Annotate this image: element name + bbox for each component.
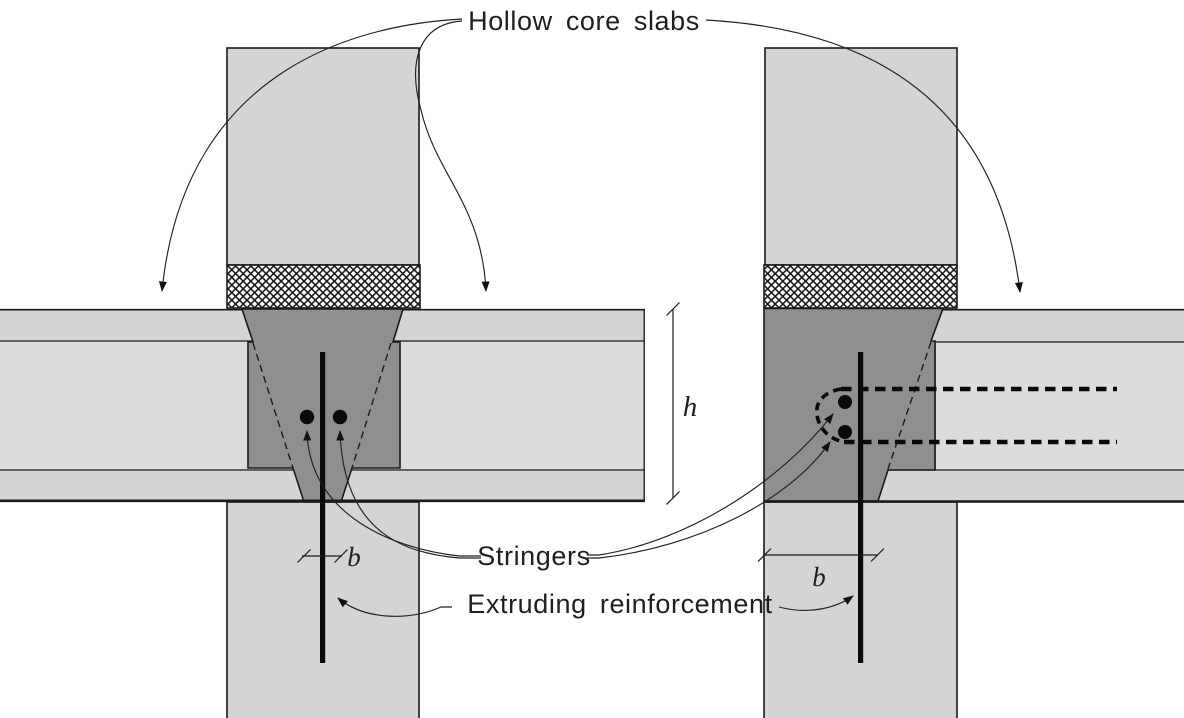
extruding-reinforcement-bar-right — [858, 352, 864, 663]
label-extruding-reinforcement: Extruding reinforcement — [467, 589, 772, 619]
label-hollow-core-slabs: Hollow core slabs — [468, 6, 700, 36]
leader-hollow-core-mid-left — [415, 20, 490, 292]
leader-hollow-core-right — [705, 19, 1023, 293]
hidden-bevel-left-a — [252, 342, 294, 469]
leader-stringers-right-b — [587, 441, 831, 559]
bearing-strip-hatch-right — [763, 264, 958, 309]
wall-upper-left — [226, 47, 420, 266]
stringer-bar-dot — [838, 425, 852, 439]
stringer-bar-dot — [838, 395, 852, 409]
wall-upper-right — [764, 47, 958, 266]
dimension-label-h: h — [683, 391, 698, 423]
dimension-label-b-left: b — [347, 542, 361, 572]
leader-stringers-left-b — [336, 430, 481, 559]
leader-extruding-left — [337, 597, 452, 617]
dimension-b-right — [757, 548, 885, 562]
leader-extruding-right — [778, 595, 854, 611]
stringer-bar-dot — [332, 409, 348, 425]
dimension-label-b-right: b — [812, 562, 826, 592]
bearing-strip-hatch-left — [226, 264, 421, 309]
leader-stringers-left-a — [303, 430, 481, 557]
leader-hollow-core-far-left — [158, 18, 463, 292]
dimension-h — [666, 302, 680, 505]
anchor-bar-hook-dashed — [814, 387, 846, 444]
stringer-bar-dot — [299, 409, 315, 425]
dimension-b-left — [297, 549, 348, 563]
extruding-reinforcement-bar-left — [320, 352, 326, 663]
leader-stringers-right-a — [587, 413, 834, 556]
hidden-bevel-left-b — [351, 342, 392, 469]
label-stringers: Stringers — [477, 541, 590, 571]
